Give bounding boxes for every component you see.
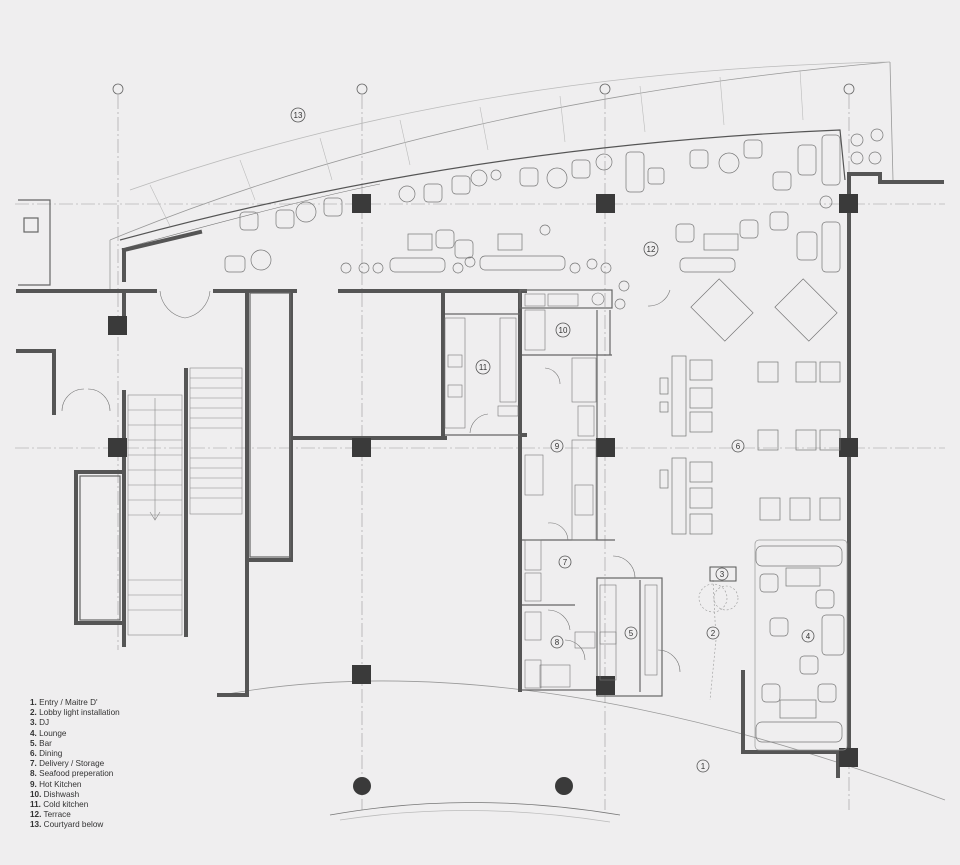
legend-item: 5. Bar [30,739,120,749]
room-marker-3: 3 [720,570,725,579]
room-marker-1: 1 [701,762,706,771]
legend-label: Dining [39,749,63,759]
room-marker-6: 6 [736,442,741,451]
legend-label: Cold kitchen [43,800,89,810]
legend-num: 12. [30,810,42,820]
room-marker-4: 4 [806,632,811,641]
legend-item: 2. Lobby light installation [30,708,120,718]
legend-label: Delivery / Storage [39,759,105,769]
grid-lines [15,95,945,810]
room-marker-13: 13 [294,111,303,120]
legend-item: 7. Delivery / Storage [30,759,120,769]
legend-item: 9. Hot Kitchen [30,780,120,790]
room-marker-11: 11 [479,363,488,372]
legend-label: Entry / Maitre D' [39,698,98,707]
legend-item: 3. DJ [30,718,120,728]
grid-bubbles [112,83,855,95]
legend-item: 11. Cold kitchen [30,800,120,810]
legend-num: 10. [30,789,42,799]
legend-num: 6. [30,749,37,759]
thin-walls [18,199,663,697]
light-installation [698,579,739,701]
dj-booth [709,566,737,582]
legend-item: 1. Entry / Maitre D' [30,698,120,708]
door-swings [61,289,681,673]
legend-label: Terrace [43,810,71,820]
legend-item: 4. Lounge [30,729,120,739]
legend-label: DJ [39,718,50,728]
stairs [127,367,243,636]
legend: 1. Entry / Maitre D' 2. Lobby light inst… [30,698,120,831]
legend-num: 11. [30,800,41,810]
legend-num: 3. [30,718,37,728]
legend-num: 4. [30,728,37,738]
legend-num: 1. [30,698,37,707]
room-marker-2: 2 [711,629,716,638]
legend-item: 13. Courtyard below [30,820,120,830]
legend-num: 9. [30,779,37,789]
legend-num: 2. [30,708,37,718]
terrace-edge [119,129,846,241]
kitchen-fixtures [444,292,658,689]
legend-num: 5. [30,738,37,748]
legend-num: 7. [30,759,37,769]
columns [108,194,858,795]
room-marker-12: 12 [647,245,656,254]
legend-label: Lobby light installation [39,708,120,718]
legend-item: 8. Seafood preperation [30,769,120,779]
legend-item: 12. Terrace [30,810,120,820]
courtyard-edge [109,61,946,823]
room-markers: 1 2 3 4 5 6 7 8 9 10 11 12 13 [290,107,815,773]
legend-label: Courtyard below [43,820,104,830]
legend-label: Lounge [39,728,67,738]
legend-label: Dishwash [43,789,80,799]
legend-item: 6. Dining [30,749,120,759]
legend-label: Bar [39,738,52,748]
terrace-furniture [224,128,884,310]
room-marker-8: 8 [555,638,560,647]
room-marker-10: 10 [559,326,568,335]
courtyard-panels [149,69,804,227]
room-marker-7: 7 [563,558,568,567]
dining-furniture [659,278,848,751]
legend-label: Seafood preperation [39,769,114,779]
room-marker-9: 9 [555,442,560,451]
walls [16,172,944,778]
room-marker-5: 5 [629,629,634,638]
legend-num: 13. [30,820,42,830]
legend-num: 8. [30,769,37,779]
legend-item: 10. Dishwash [30,790,120,800]
legend-label: Hot Kitchen [39,779,82,789]
